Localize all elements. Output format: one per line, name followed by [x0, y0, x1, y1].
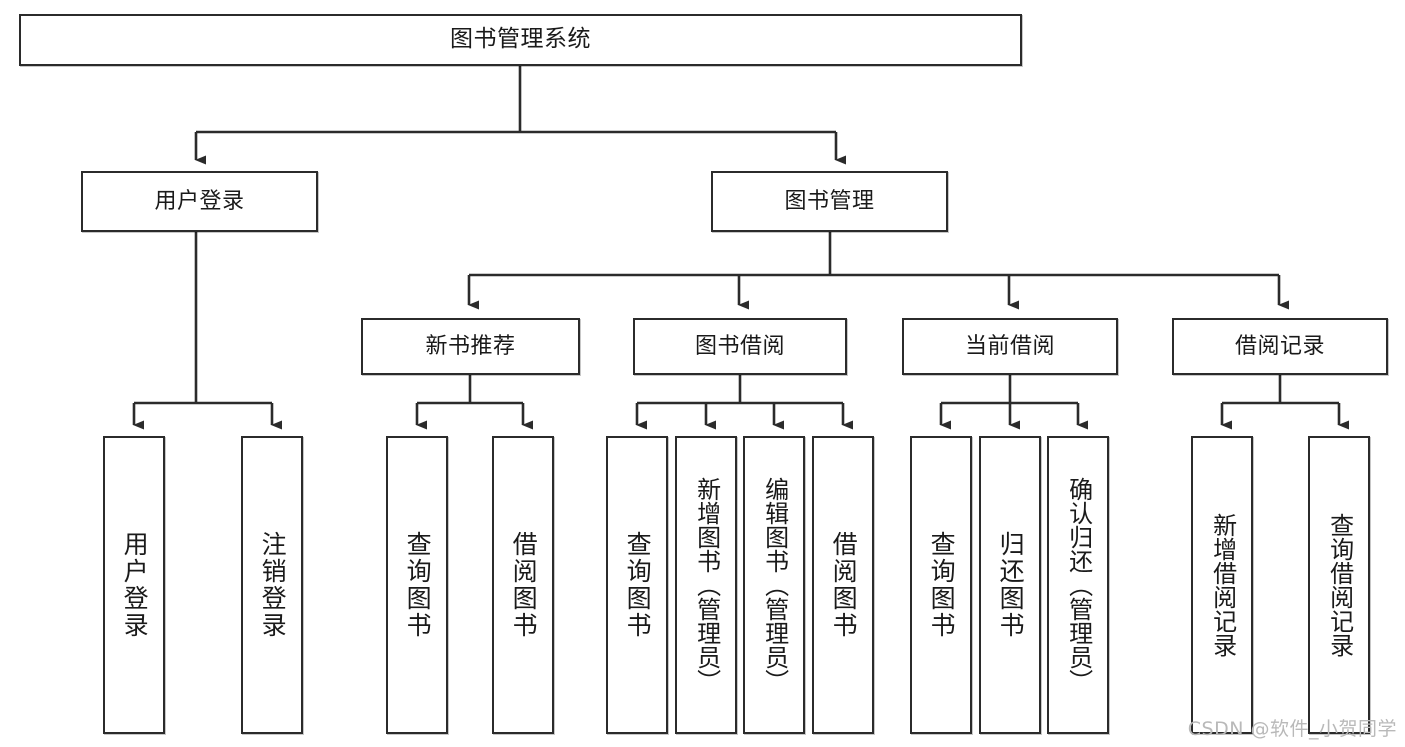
node-leaf-borrow-books-bb[interactable]: 借阅图书 — [812, 436, 874, 734]
node-leaf-add-book-admin[interactable]: 新增图书（管理员） — [675, 436, 737, 734]
node-label: 查询图书 — [403, 531, 433, 639]
node-label: 确认归还（管理员） — [1064, 477, 1093, 693]
node-label: 查询图书 — [927, 531, 957, 639]
node-label: 新增图书（管理员） — [692, 477, 721, 693]
node-leaf-query-books-nbr[interactable]: 查询图书 — [386, 436, 448, 734]
node-label: 用户登录 — [120, 531, 150, 639]
node-label: 图书管理系统 — [450, 26, 591, 53]
node-leaf-user-login[interactable]: 用户登录 — [103, 436, 165, 734]
node-book-borrowing[interactable]: 图书借阅 — [633, 318, 847, 375]
node-new-book-recommendation[interactable]: 新书推荐 — [361, 318, 580, 375]
node-leaf-logout[interactable]: 注销登录 — [241, 436, 303, 734]
node-leaf-query-borrow-record[interactable]: 查询借阅记录 — [1308, 436, 1370, 734]
node-label: 借阅图书 — [829, 531, 859, 639]
node-label: 注销登录 — [258, 531, 288, 639]
node-label: 查询图书 — [623, 531, 653, 639]
node-root-book-management-system[interactable]: 图书管理系统 — [19, 14, 1022, 66]
node-book-management[interactable]: 图书管理 — [711, 171, 948, 232]
node-leaf-return-books[interactable]: 归还图书 — [979, 436, 1041, 734]
node-user-login[interactable]: 用户登录 — [81, 171, 318, 232]
node-leaf-add-borrow-record[interactable]: 新增借阅记录 — [1191, 436, 1253, 734]
node-leaf-query-books-bb[interactable]: 查询图书 — [606, 436, 668, 734]
node-label: 借阅图书 — [509, 531, 539, 639]
node-label: 查询借阅记录 — [1325, 513, 1354, 657]
node-label: 图书管理 — [784, 188, 875, 214]
node-leaf-confirm-return-admin[interactable]: 确认归还（管理员） — [1047, 436, 1109, 734]
node-leaf-query-books-cb[interactable]: 查询图书 — [910, 436, 972, 734]
node-current-borrowing[interactable]: 当前借阅 — [902, 318, 1118, 375]
node-label: 用户登录 — [154, 188, 245, 214]
node-label: 新增借阅记录 — [1208, 513, 1237, 657]
node-borrowing-records[interactable]: 借阅记录 — [1172, 318, 1388, 375]
node-label: 借阅记录 — [1234, 333, 1325, 359]
node-label: 图书借阅 — [694, 333, 785, 359]
node-label: 当前借阅 — [964, 333, 1055, 359]
node-label: 新书推荐 — [425, 333, 516, 359]
node-leaf-borrow-books-nbr[interactable]: 借阅图书 — [492, 436, 554, 734]
watermark-text: CSDN @软件_小贺同学 — [1187, 718, 1397, 740]
node-label: 归还图书 — [996, 531, 1026, 639]
node-leaf-edit-book-admin[interactable]: 编辑图书（管理员） — [743, 436, 805, 734]
node-label: 编辑图书（管理员） — [760, 477, 789, 693]
